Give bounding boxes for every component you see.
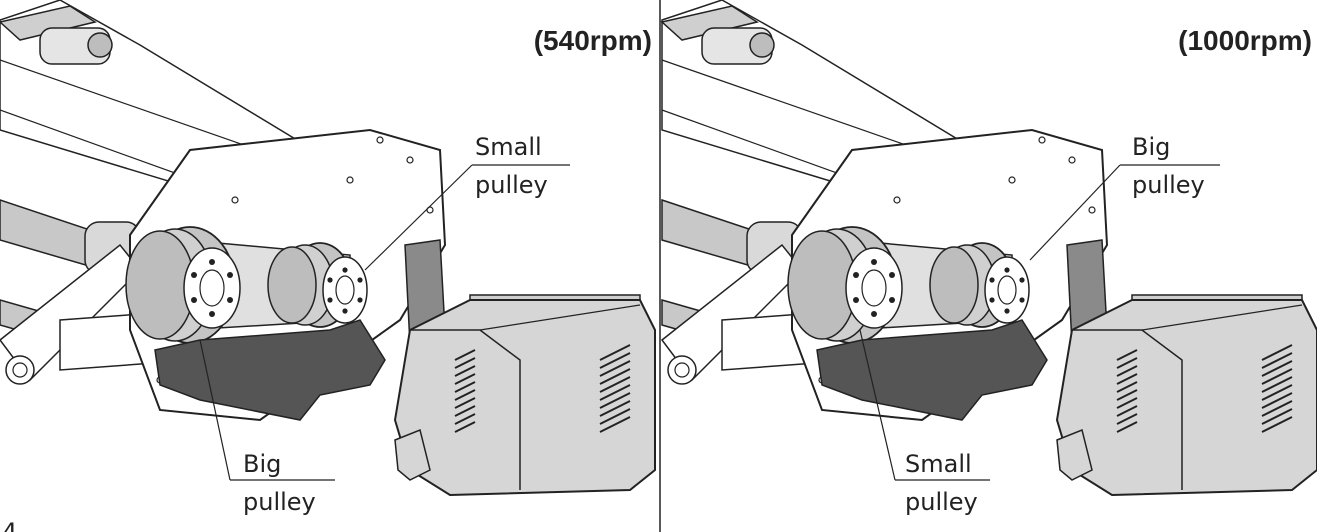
callout-line2: pulley <box>475 171 548 199</box>
callout-line1: Small <box>905 450 972 478</box>
panel-1000rpm: Big pulley Small pulley (1000rpm) <box>661 0 1317 516</box>
callout-line1: Big <box>243 450 281 478</box>
callout-line1: Small <box>475 133 542 161</box>
callout-line2: pulley <box>905 488 978 516</box>
pulley-assembly-drawing <box>661 0 1317 496</box>
speed-label: (540rpm) <box>534 25 652 56</box>
panel-540rpm: Small pulley Big pulley (540rpm) 4 <box>0 0 656 532</box>
callout-line2: pulley <box>243 488 316 516</box>
callout-small-pulley: Small pulley <box>364 133 570 271</box>
pulley-assembly-drawing <box>0 0 656 496</box>
figure-number: 4 <box>2 518 17 532</box>
callout-line1: Big <box>1132 133 1170 161</box>
callout-small-pulley: Small pulley <box>859 329 990 516</box>
callout-line2: pulley <box>1132 171 1205 199</box>
callout-big-pulley: Big pulley <box>199 339 335 516</box>
callout-big-pulley: Big pulley <box>1029 133 1220 261</box>
speed-label: (1000rpm) <box>1178 25 1312 56</box>
